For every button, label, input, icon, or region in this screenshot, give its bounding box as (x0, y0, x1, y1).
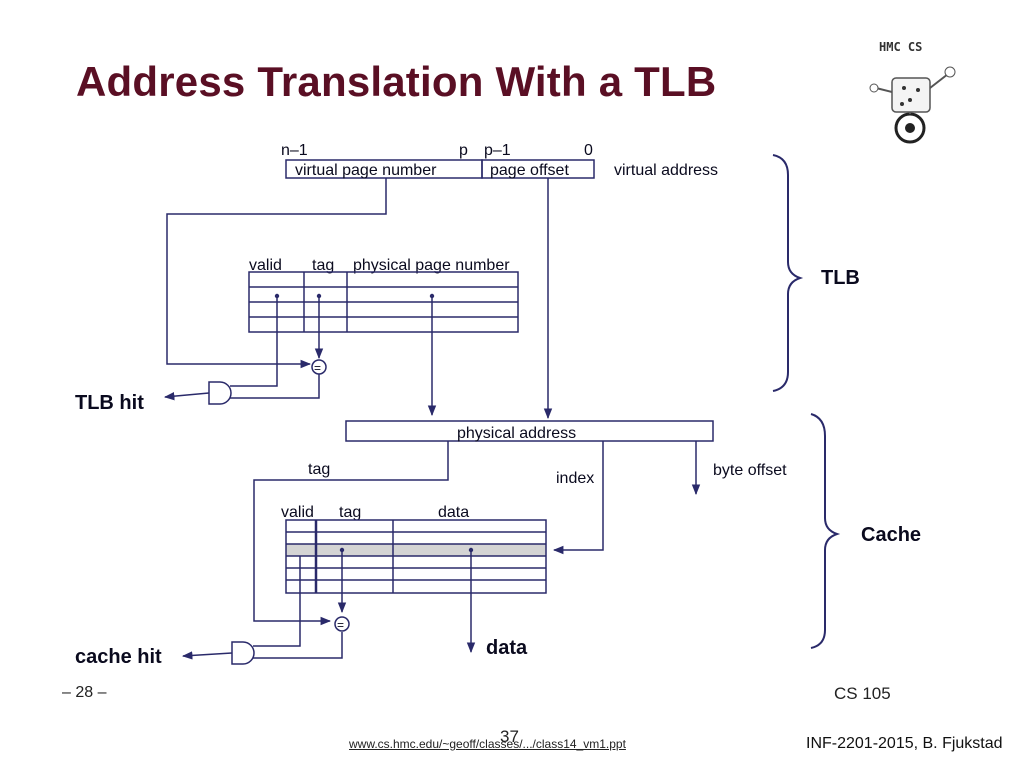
tlb-and-gate-icon (208, 381, 232, 405)
virtual-address-register: n–1 p p–1 0 virtual page number page off… (281, 142, 718, 179)
cache-selected-row (286, 544, 546, 556)
cache-hit-label: cache hit (75, 646, 162, 668)
cache-valid-wire (253, 556, 301, 647)
source-url-link[interactable]: www.cs.hmc.edu/~geoff/classes/.../class1… (349, 737, 626, 751)
index-wire (552, 441, 604, 555)
byte-offset-label: byte offset (713, 462, 787, 479)
cache-table: valid tag data (281, 504, 547, 594)
cache-col-data: data (438, 504, 469, 521)
virtual-address-label: virtual address (614, 162, 718, 179)
cache-tag-wire-label: tag (308, 461, 330, 478)
bit-label-p: p (459, 142, 468, 159)
cache-and-gate-icon (231, 641, 255, 665)
pa-tag-wire (253, 441, 449, 626)
bit-label-n-1: n–1 (281, 142, 308, 159)
slide-title: Address Translation With a TLB (76, 58, 717, 105)
course-label: CS 105 (834, 684, 891, 703)
tlb-col-tag: tag (312, 257, 334, 274)
physical-address-register (345, 420, 714, 442)
cache-col-valid: valid (281, 504, 314, 521)
vpn-field-label: virtual page number (295, 162, 437, 179)
tlb-table: valid tag physical page number (248, 257, 519, 333)
tlb-hit-label: TLB hit (75, 392, 144, 414)
tlb-section-label: TLB (821, 267, 860, 289)
tlb-col-ppn: physical page number (353, 257, 510, 274)
bit-label-0: 0 (584, 142, 593, 159)
cache-comparator-symbol: = (337, 618, 344, 632)
page-number: 37 (500, 727, 519, 746)
cache-compare-out-wire (253, 632, 343, 659)
page-offset-field-label: page offset (490, 162, 569, 179)
tlb-hit-wire (163, 391, 210, 401)
physical-address-label: physical address (457, 425, 576, 442)
page-label: – 28 – (62, 684, 107, 701)
tlb-col-valid: valid (249, 257, 282, 274)
vpn-to-comparator-wire (166, 178, 387, 369)
cache-hit-wire (181, 651, 233, 660)
data-output-label: data (486, 637, 528, 659)
tlb-comparator-symbol: = (314, 361, 321, 375)
index-label: index (556, 470, 594, 487)
hmc-cs-logo-icon (869, 66, 956, 144)
bit-label-p-1: p–1 (484, 142, 511, 159)
tlb-brace (772, 154, 804, 392)
logo-text: HMC CS (879, 40, 923, 54)
cache-comparator: = (334, 616, 350, 632)
cache-brace (810, 413, 841, 649)
credit-text: INF-2201-2015, B. Fjukstad (806, 735, 1003, 752)
tlb-compare-out-wire (230, 374, 320, 399)
cache-section-label: Cache (861, 524, 921, 546)
tlb-valid-wire (230, 296, 278, 387)
tlb-comparator: = (311, 359, 327, 375)
cache-col-tag: tag (339, 504, 361, 521)
